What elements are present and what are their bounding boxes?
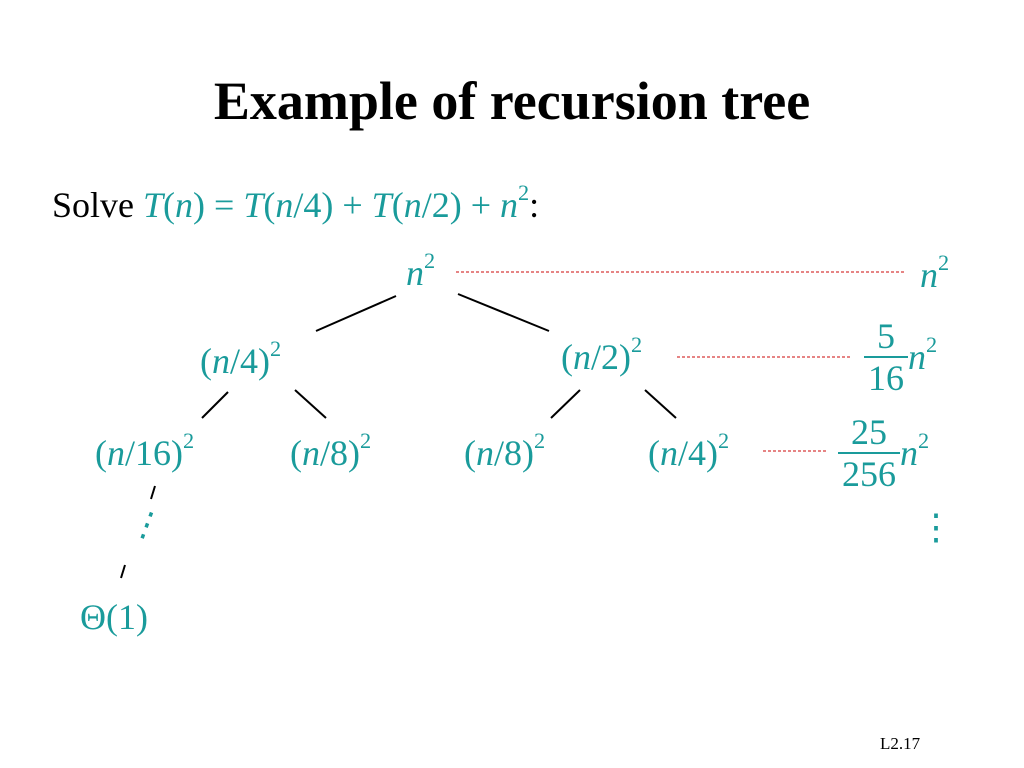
edge-l1b-right xyxy=(644,389,677,419)
n-symbol: n xyxy=(302,433,320,473)
tree-node-l2-1: (n/16)2 xyxy=(95,428,194,474)
n-symbol: n xyxy=(403,185,422,225)
tree-node-l1-right: (n/2)2 xyxy=(561,332,642,378)
exponent: 2 xyxy=(938,250,950,276)
exponent: 2 xyxy=(918,428,930,454)
slide-number: L2.17 xyxy=(880,734,921,753)
paren: ( xyxy=(391,185,404,225)
edge-chain-bottom xyxy=(120,564,126,579)
n-symbol: n xyxy=(107,433,125,473)
n-symbol: n xyxy=(476,433,494,473)
node-term: /4) xyxy=(678,433,718,473)
tree-root: n2 xyxy=(406,248,435,294)
numerator: 5 xyxy=(877,316,895,356)
slide-title: Example of recursion tree xyxy=(213,71,811,131)
exponent: 2 xyxy=(424,248,436,274)
exponent: 2 xyxy=(183,428,195,454)
n-symbol: n xyxy=(573,337,591,377)
paren: ( xyxy=(290,433,302,473)
row-sum-1: 5 16 n2 xyxy=(864,316,937,398)
node-term: /4) xyxy=(230,341,270,381)
exponent: 2 xyxy=(926,332,938,358)
tree-node-l2-2: (n/8)2 xyxy=(290,428,371,474)
n-symbol: n xyxy=(900,433,918,473)
n-symbol: n xyxy=(212,341,230,381)
exponent: 2 xyxy=(718,428,730,454)
fraction: 5 16 xyxy=(864,316,908,398)
exponent: 2 xyxy=(534,428,546,454)
term-quarter: /4) + xyxy=(293,185,372,225)
recurrence-equation: Solve T(n) = T(n/4) + T(n/2) + n2: xyxy=(52,180,540,226)
paren: ( xyxy=(200,341,212,381)
paren: ( xyxy=(163,185,176,225)
paren: ( xyxy=(648,433,660,473)
solve-label: Solve xyxy=(52,185,144,225)
node-term: /16) xyxy=(125,433,183,473)
paren: ( xyxy=(263,185,276,225)
edge-chain-top xyxy=(150,485,156,500)
row-sum-2: 25 256 n2 xyxy=(838,412,929,494)
t-symbol: T xyxy=(143,185,164,225)
row-sum-0: n2 xyxy=(920,250,949,296)
equals-part: ) = xyxy=(193,185,244,225)
tree-node-l2-3: (n/8)2 xyxy=(464,428,545,474)
exponent: 2 xyxy=(270,336,282,362)
paren: ( xyxy=(561,337,573,377)
node-term: /8) xyxy=(320,433,360,473)
edge-l1b-left xyxy=(550,389,581,419)
node-term: /8) xyxy=(494,433,534,473)
t-symbol: T xyxy=(371,185,392,225)
n-symbol: n xyxy=(920,255,938,295)
node-term: /2) xyxy=(591,337,631,377)
denominator: 16 xyxy=(864,356,908,398)
n-symbol: n xyxy=(275,185,294,225)
n-symbol: n xyxy=(406,253,424,293)
paren: ( xyxy=(464,433,476,473)
numerator: 25 xyxy=(851,412,887,452)
n-symbol: n xyxy=(908,337,926,377)
tree-node-l2-4: (n/4)2 xyxy=(648,428,729,474)
edge-root-right xyxy=(457,293,550,332)
colon: : xyxy=(529,185,540,225)
term-half: /2) + xyxy=(421,185,500,225)
exponent: 2 xyxy=(631,332,643,358)
n-symbol: n xyxy=(175,185,194,225)
edge-root-left xyxy=(315,295,397,332)
edge-l1a-left xyxy=(201,391,229,419)
tree-leaf: Θ(1) xyxy=(80,597,148,637)
exponent: 2 xyxy=(518,180,530,206)
denominator: 256 xyxy=(838,452,900,494)
n-symbol: n xyxy=(500,185,518,225)
n-symbol: n xyxy=(660,433,678,473)
t-symbol: T xyxy=(243,185,264,225)
paren: ( xyxy=(95,433,107,473)
exponent: 2 xyxy=(360,428,372,454)
tree-node-l1-left: (n/4)2 xyxy=(200,336,281,382)
fraction: 25 256 xyxy=(838,412,900,494)
edge-l1a-right xyxy=(294,389,327,419)
row-sum-ellipsis: ⋮ xyxy=(918,507,954,547)
